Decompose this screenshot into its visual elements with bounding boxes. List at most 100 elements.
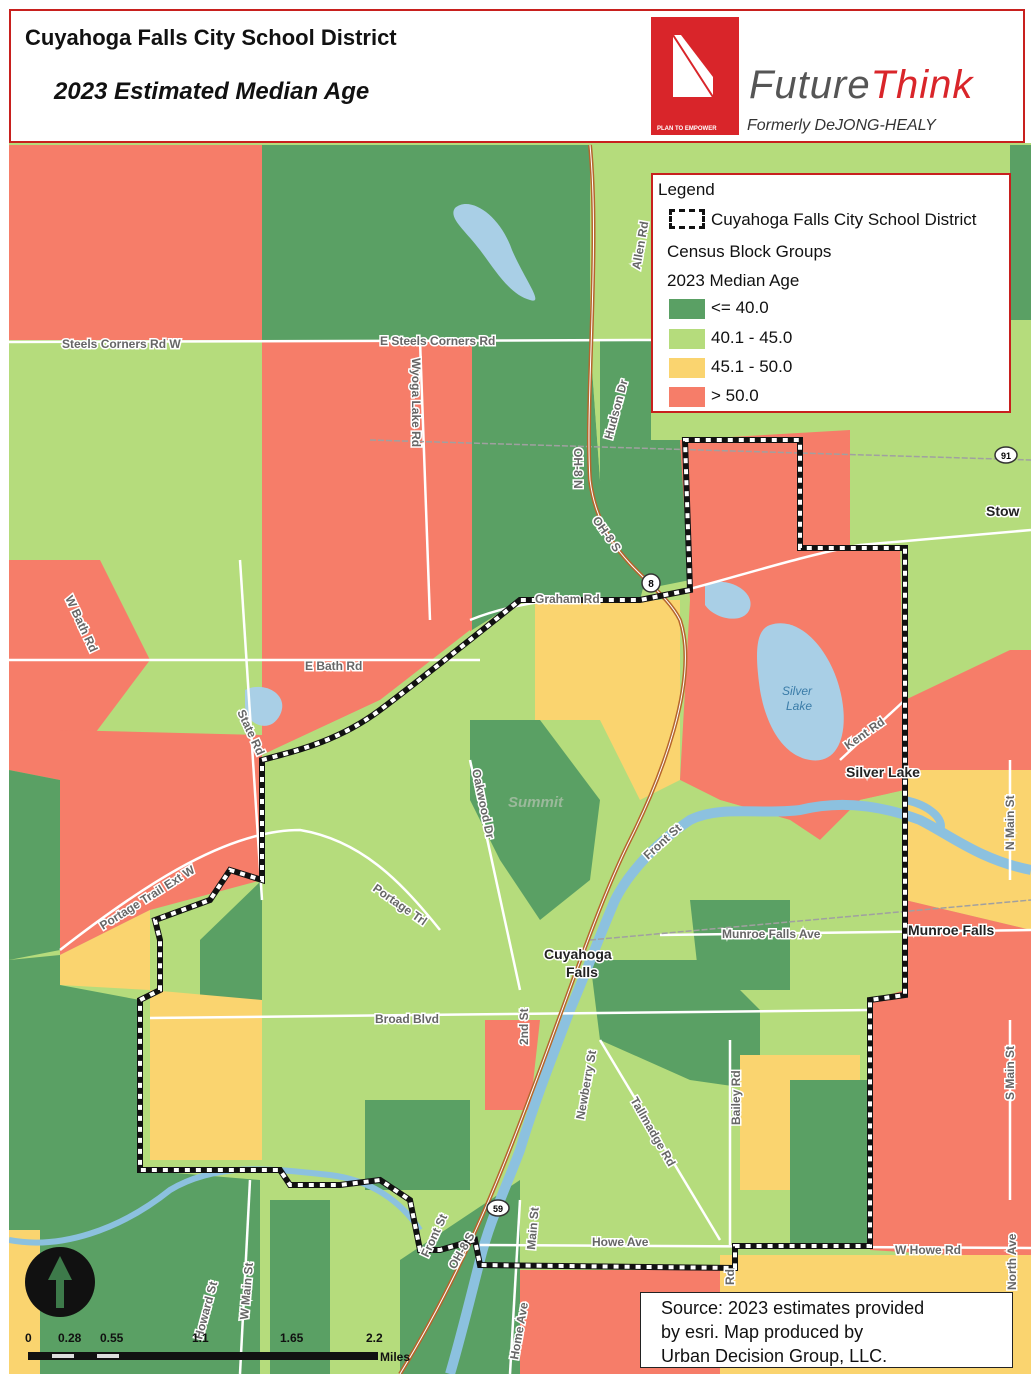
- label-broad: Broad Blvd: [375, 1012, 439, 1026]
- block-group[interactable]: [590, 960, 760, 1090]
- label-n-main: N Main St: [1003, 795, 1017, 850]
- block-group[interactable]: [1010, 145, 1031, 320]
- label-main-st: Main St: [524, 1207, 542, 1251]
- road-wyoga: [418, 339, 432, 621]
- block-group[interactable]: [485, 1020, 540, 1110]
- scale-unit: Miles: [380, 1350, 411, 1364]
- block-group[interactable]: [850, 430, 1010, 700]
- label-graham: Graham Rd: [535, 592, 600, 606]
- label-wyoga-lake: Wyoga Lake Rd: [409, 358, 423, 447]
- west-pond: [245, 686, 283, 726]
- block-group[interactable]: [660, 780, 905, 1000]
- legend-class-label: <= 40.0: [711, 298, 769, 317]
- label-steels-corners-w: Steels Corners Rd W: [62, 337, 181, 351]
- scale-tick-label: 1.1: [192, 1331, 209, 1345]
- futurethink-wordmark: FutureThink: [749, 63, 973, 108]
- label-2nd-st: 2nd St: [517, 1008, 531, 1045]
- scale-tick-label: 1.65: [280, 1331, 304, 1345]
- railroad: [589, 899, 1031, 941]
- futurethink-logo-mark: PLAN TO EMPOWER: [651, 17, 739, 135]
- logo-word-think: Think: [870, 63, 974, 107]
- legend-class-label: 45.1 - 50.0: [711, 357, 793, 376]
- road-state: [238, 559, 264, 901]
- north-arrow-icon: [25, 1247, 95, 1317]
- label-bailey: Bailey Rd: [729, 1070, 743, 1125]
- scale-tick-label: 0.28: [58, 1331, 82, 1345]
- block-group[interactable]: [262, 145, 420, 340]
- label-e-bath: E Bath Rd: [305, 659, 362, 673]
- block-group[interactable]: [262, 340, 472, 755]
- legend-layer-label: Census Block Groups: [667, 242, 832, 261]
- label-north-ave: North Ave: [1005, 1233, 1019, 1290]
- block-group[interactable]: [870, 900, 1031, 1260]
- block-group[interactable]: [472, 340, 650, 630]
- legend-title: Legend: [658, 180, 715, 199]
- block-group[interactable]: [200, 880, 262, 1010]
- source-line-1: Source: 2023 estimates provided: [661, 1298, 925, 1318]
- block-group[interactable]: [905, 650, 1031, 770]
- map-header: Cuyahoga Falls City School District 2023…: [9, 9, 1025, 143]
- block-group[interactable]: [60, 910, 150, 990]
- east-stream: [904, 796, 945, 832]
- source-line-2: by esri. Map produced by: [661, 1322, 864, 1342]
- place-silver-lake: Silver Lake: [846, 764, 920, 780]
- map-subtitle: 2023 Estimated Median Age: [54, 78, 370, 105]
- north-lake: [453, 204, 536, 301]
- water-label-lake: Lake: [786, 699, 812, 713]
- census-block-groups: [9, 145, 1031, 1374]
- place-cuyahoga-falls-line2: Falls: [566, 964, 598, 980]
- block-group[interactable]: [262, 630, 470, 940]
- road-steels-corners: [9, 338, 652, 344]
- block-group[interactable]: [9, 770, 60, 960]
- legend-swatch: [669, 329, 705, 349]
- logo-tagline: PLAN TO EMPOWER: [657, 126, 717, 132]
- label-oh8-n: OH-8 N: [571, 448, 585, 489]
- legend-swatch: [669, 299, 705, 319]
- block-group[interactable]: [9, 145, 262, 340]
- block-group[interactable]: [60, 730, 262, 955]
- railroad: [369, 439, 1031, 461]
- road-main: [508, 1199, 522, 1374]
- road-portage: [59, 828, 441, 951]
- block-group[interactable]: [150, 990, 262, 1160]
- road-munroe-falls: [659, 928, 1031, 937]
- logo-word-future: Future: [749, 63, 871, 107]
- block-group[interactable]: [470, 720, 600, 920]
- place-summit: Summit: [508, 794, 564, 811]
- route-shield-91: 91: [994, 446, 1018, 464]
- source-note: Source: 2023 estimates provided by esri.…: [640, 1292, 1013, 1368]
- block-group[interactable]: [690, 900, 790, 990]
- place-cuyahoga-falls-line1: Cuyahoga: [544, 946, 612, 962]
- map-legend: Legend Cuyahoga Falls City School Distri…: [651, 173, 1011, 413]
- road-w-main: [238, 1179, 252, 1374]
- block-group[interactable]: [600, 340, 690, 590]
- shield-91-label: 91: [1001, 451, 1011, 461]
- block-group[interactable]: [270, 1200, 330, 1374]
- legend-district-swatch: [669, 209, 705, 229]
- cuyahoga-river: [445, 799, 1031, 1374]
- block-group[interactable]: [535, 600, 680, 800]
- block-group[interactable]: [9, 340, 262, 560]
- source-line-3: Urban Decision Group, LLC.: [661, 1346, 888, 1366]
- legend-swatch: [669, 358, 705, 378]
- highway-oh-8-inner: [399, 144, 686, 1374]
- map-title: Cuyahoga Falls City School District: [25, 25, 397, 50]
- label-w-main: W Main St: [237, 1262, 256, 1320]
- road-tallmadge: [598, 1039, 722, 1241]
- shield-59-label: 59: [493, 1204, 503, 1214]
- legend-class-label: 40.1 - 45.0: [711, 328, 793, 347]
- scale-tick-label: 0.55: [100, 1331, 124, 1345]
- road-kent: [839, 699, 906, 761]
- legend-district-label: Cuyahoga Falls City School District: [711, 210, 977, 229]
- road-oakwood: [468, 759, 522, 991]
- route-shield-59: 59: [486, 1199, 510, 1217]
- block-group[interactable]: [790, 1080, 870, 1245]
- scale-tick-label: 0: [25, 1331, 32, 1345]
- block-group[interactable]: [9, 560, 150, 780]
- block-group[interactable]: [365, 1100, 470, 1190]
- legend-swatch: [669, 387, 705, 407]
- label-rd: Rd: [723, 1269, 737, 1285]
- logo-page-icon: [672, 34, 714, 98]
- water-features: [9, 204, 1031, 1374]
- school-district-boundary: [137, 437, 908, 1272]
